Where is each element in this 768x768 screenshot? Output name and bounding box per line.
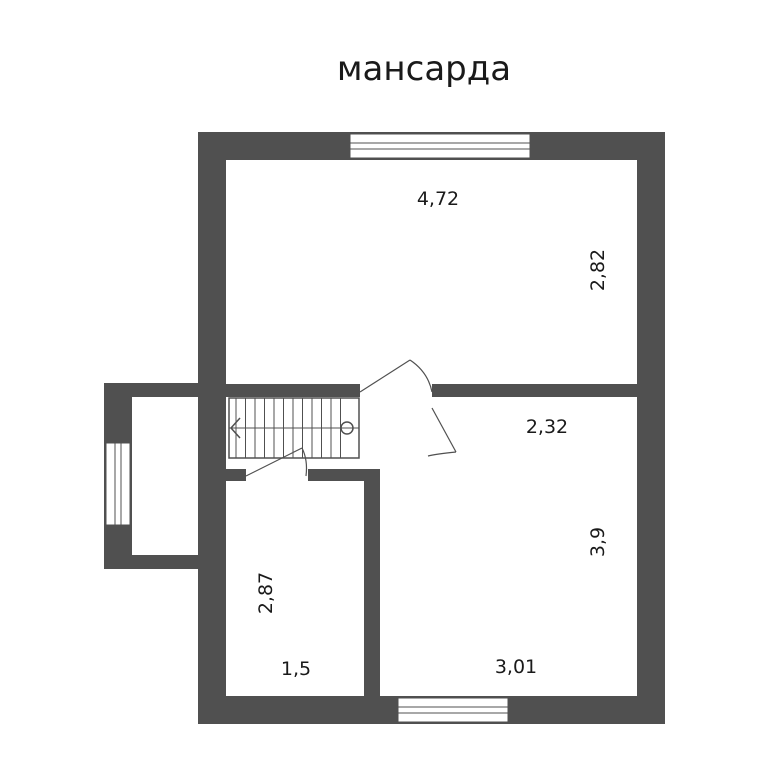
door-top-room [359,359,433,393]
dimension-labels: 4,72 2,82 2,32 3,9 3,01 2,87 1,5 [255,188,609,680]
left-room-floor [226,481,364,696]
right-room-bottom-width-label: 3,01 [495,656,537,678]
window-bottom [397,697,509,723]
top-room-doorway [360,384,432,397]
left-room-doorway [246,469,308,481]
doors [245,359,457,477]
right-room-width-label: 2,32 [526,416,568,438]
balcony-floor [132,397,198,555]
door-left-room [245,447,308,477]
right-room-depth-label: 3,9 [587,527,609,557]
stair-start-mark [340,421,354,435]
window-top [349,133,531,159]
room-floors [132,160,637,696]
windows [105,133,531,723]
left-room-width-label: 1,5 [281,658,311,680]
staircase [228,397,360,459]
hall-doorway [430,397,440,457]
top-room-depth-label: 2,82 [587,249,609,291]
top-room-floor [226,160,637,384]
left-room-depth-label: 2,87 [255,572,277,614]
top-room-width-label: 4,72 [417,188,459,210]
plan-title: мансарда [337,49,511,89]
stair-arrow [229,417,241,439]
window-balcony [105,442,131,526]
door-right-room [427,407,457,457]
